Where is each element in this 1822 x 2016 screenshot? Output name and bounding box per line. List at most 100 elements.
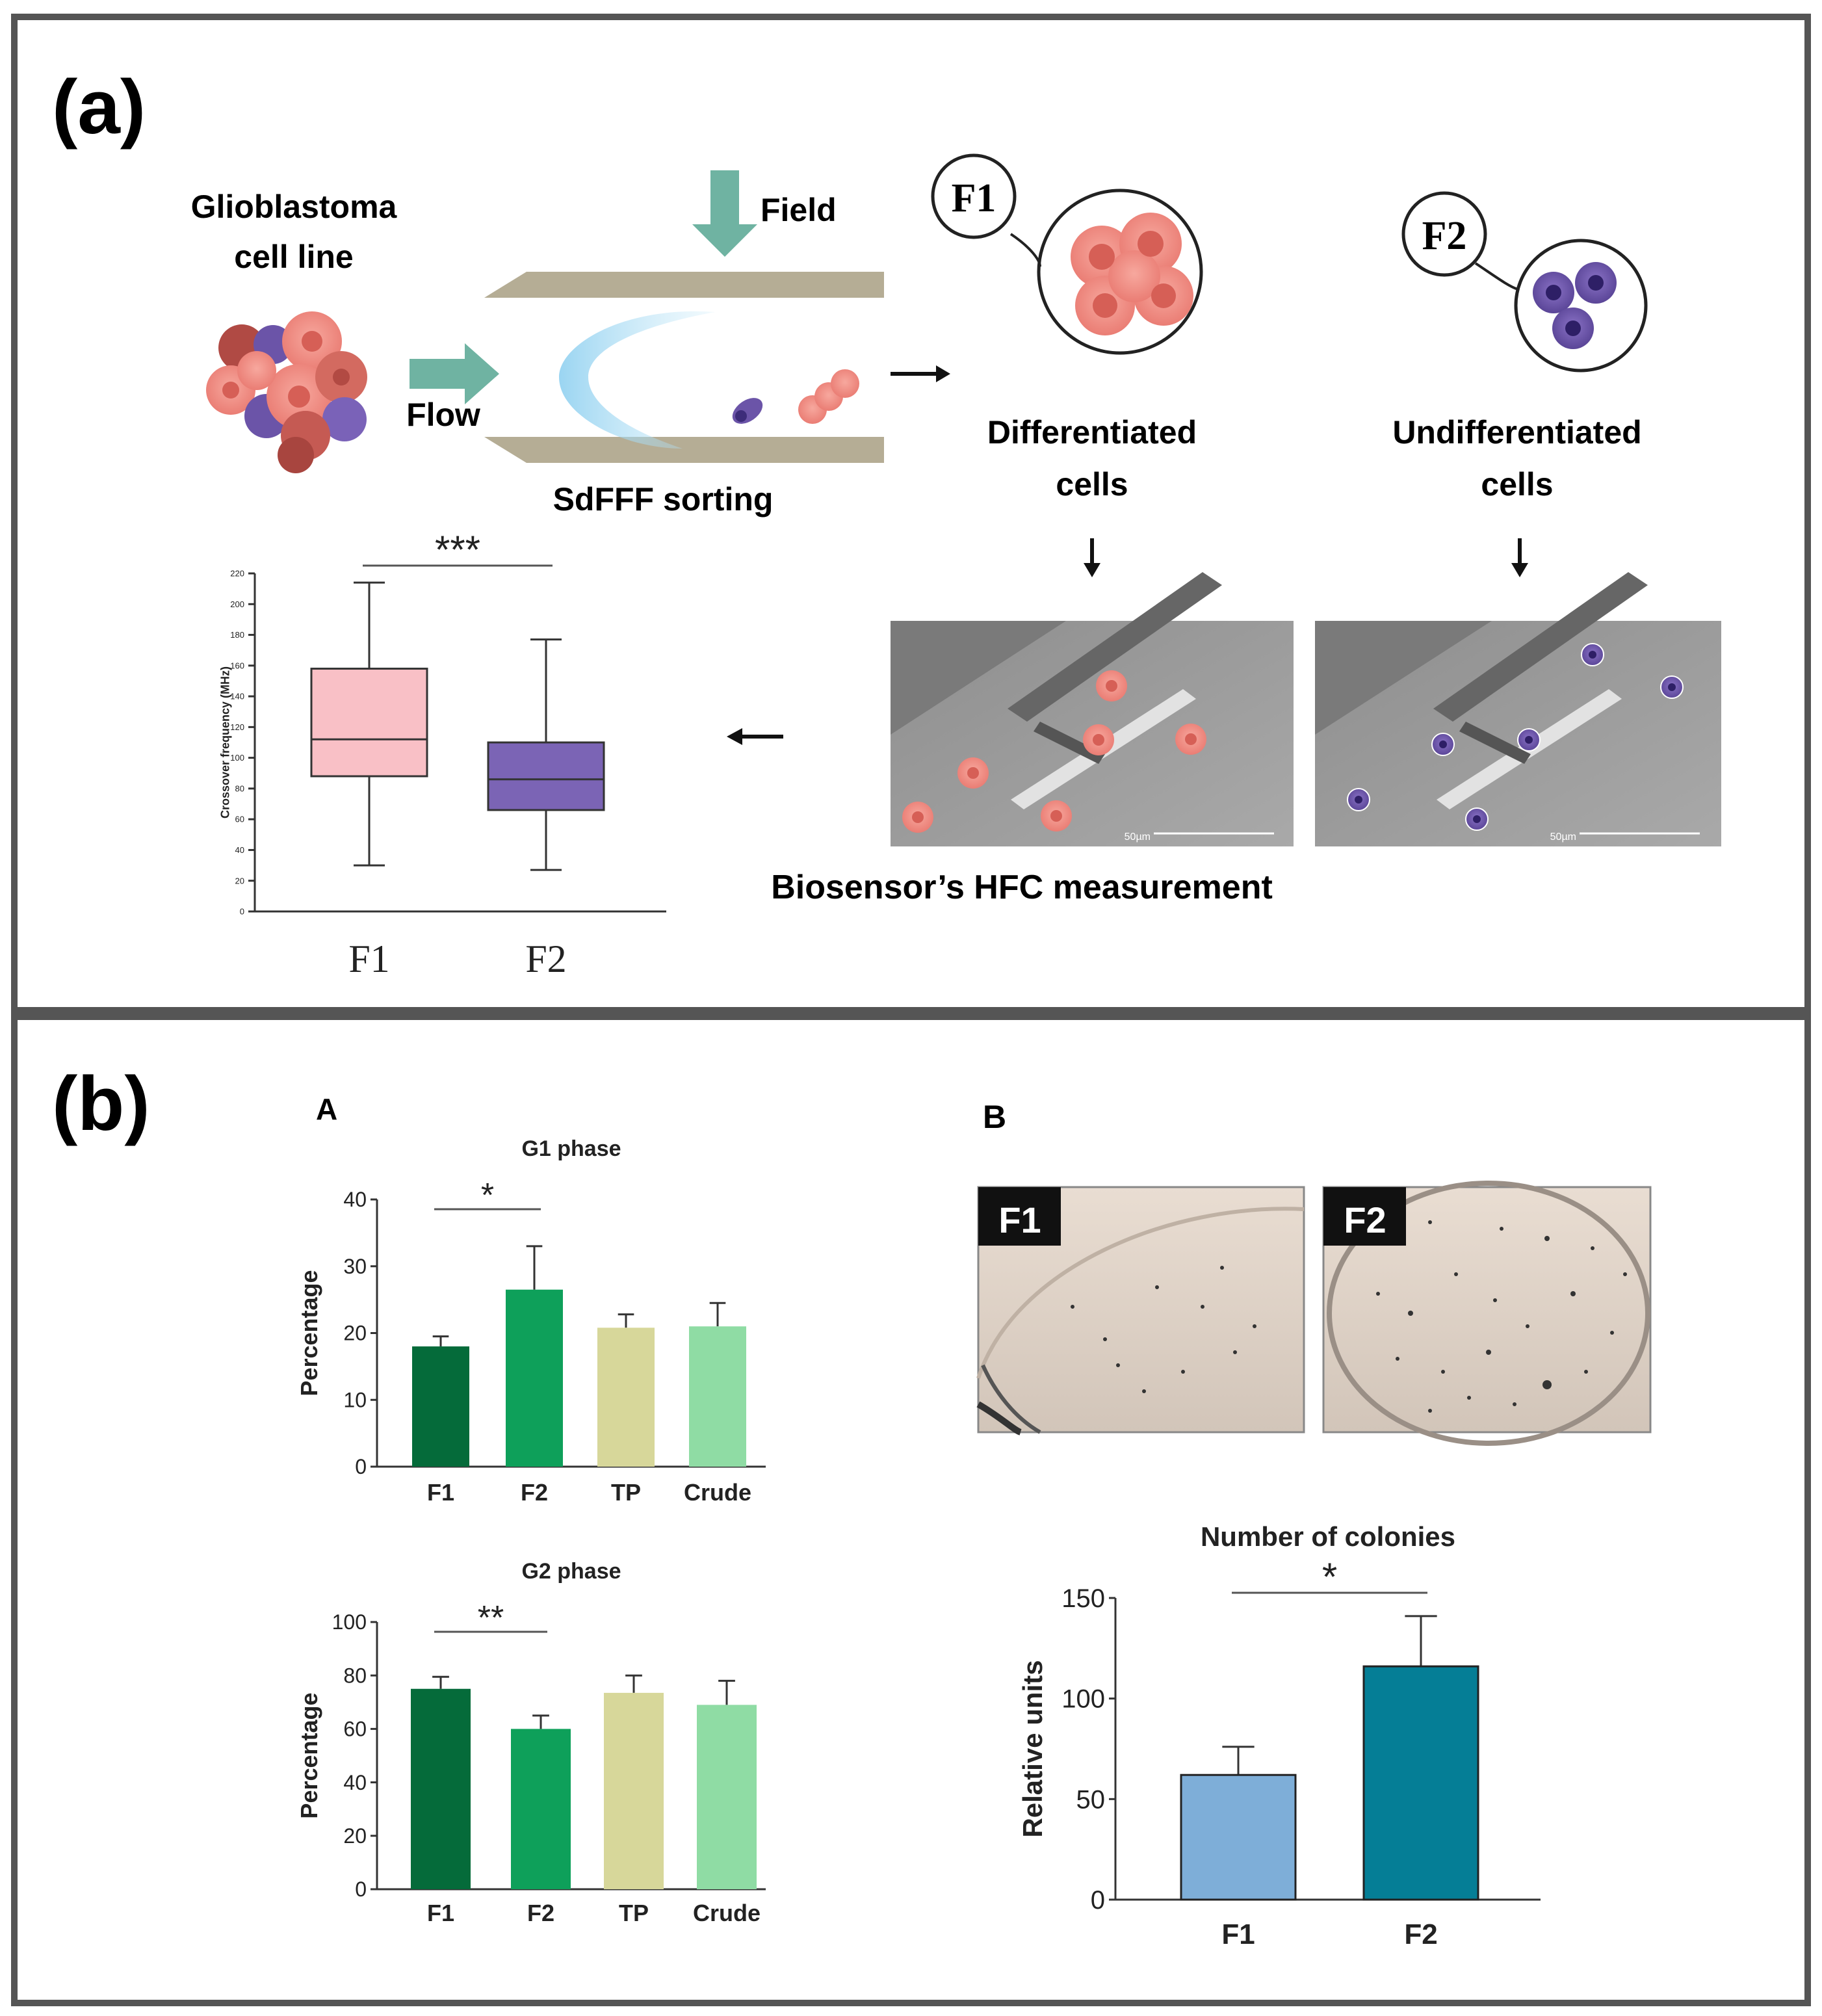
category-label: Crude — [693, 1900, 761, 1926]
field-arrow-icon — [692, 170, 757, 257]
y-tick-label: 30 — [343, 1255, 367, 1278]
sorting-label: SdFFF sorting — [553, 481, 774, 517]
category-label: Crude — [684, 1479, 751, 1506]
y-tick-label: 160 — [230, 661, 244, 670]
significance-stars: * — [481, 1177, 494, 1214]
y-axis-label: Percentage — [296, 1270, 322, 1396]
bar — [1362, 1665, 1479, 1901]
y-tick-label: 0 — [355, 1878, 367, 1901]
subpanel-b-label: B — [983, 1099, 1006, 1135]
fraction1-bubble — [931, 153, 1203, 355]
source-label-line1: Glioblastoma — [191, 189, 398, 225]
category-label: F2 — [525, 937, 566, 980]
y-tick-label: 140 — [230, 692, 244, 701]
field-label: Field — [761, 192, 837, 228]
y-tick-label: 200 — [230, 599, 244, 609]
y-tick-label: 20 — [235, 876, 244, 885]
bar — [604, 1692, 664, 1889]
y-tick-label: 100 — [230, 753, 244, 763]
panel-b-label: (b) — [52, 1061, 150, 1147]
y-tick-label: 60 — [343, 1718, 367, 1741]
flow-label: Flow — [406, 397, 480, 433]
sem-image-f1: 50µm — [891, 572, 1294, 846]
photo-tag-f2: F2 — [1344, 1199, 1386, 1240]
arrow-to-fractions-icon — [891, 365, 950, 382]
panel-b-frame — [11, 1014, 1811, 2006]
y-tick-label: 100 — [332, 1610, 367, 1634]
fraction1-tag: F1 — [952, 176, 996, 220]
y-tick-label: 50 — [1076, 1785, 1106, 1814]
y-tick-label: 180 — [230, 630, 244, 640]
category-label: F1 — [348, 937, 389, 980]
arrow-to-boxplot-icon — [727, 728, 783, 745]
category-label: TP — [611, 1479, 641, 1506]
channel-top-wall — [484, 272, 884, 298]
sem-scale-label-f2: 50µm — [1550, 831, 1576, 843]
y-tick-label: 60 — [235, 815, 244, 824]
fraction2-caption-line2: cells — [1481, 466, 1553, 503]
y-tick-label: 150 — [1061, 1584, 1105, 1613]
category-label: F2 — [527, 1900, 554, 1926]
y-axis-label: Crossover frequency (MHz) — [219, 666, 232, 818]
channel-bottom-wall — [484, 437, 884, 463]
bar — [412, 1346, 469, 1467]
photo-tag-f1: F1 — [998, 1199, 1041, 1240]
bar — [511, 1729, 571, 1889]
chart-title: Number of colonies — [1201, 1521, 1455, 1552]
y-tick-label: 20 — [343, 1322, 367, 1345]
y-axis-label: Relative units — [1017, 1660, 1048, 1837]
box — [487, 741, 605, 811]
crossover-boxplot: 020406080100120140160180200220Crossover … — [219, 528, 666, 980]
y-tick-label: 80 — [343, 1664, 367, 1687]
category-label: TP — [619, 1900, 649, 1926]
y-axis-label: Percentage — [296, 1692, 322, 1818]
fraction2-caption-line1: Undifferentiated — [1392, 414, 1641, 451]
panel-a-frame — [11, 14, 1811, 1014]
bar — [1180, 1774, 1297, 1901]
sem-image-f2: 50µm — [1315, 572, 1721, 846]
dish-photo-f1 — [976, 1186, 1305, 1435]
y-tick-label: 0 — [355, 1455, 367, 1478]
chart-title: G1 phase — [521, 1136, 621, 1161]
bar — [689, 1326, 746, 1467]
bar — [506, 1289, 563, 1467]
y-tick-label: 20 — [343, 1824, 367, 1848]
y-tick-label: 220 — [230, 569, 244, 579]
subpanel-a-label: A — [316, 1092, 337, 1126]
category-label: F2 — [521, 1479, 548, 1506]
chart-title: G2 phase — [521, 1559, 621, 1584]
glioblastoma-cell-cluster — [206, 311, 367, 473]
bar — [597, 1328, 655, 1467]
box — [310, 668, 428, 778]
significance-stars: * — [1322, 1555, 1337, 1599]
y-tick-label: 40 — [343, 1188, 367, 1211]
measurement-label: Biosensor’s HFC measurement — [771, 869, 1273, 906]
category-label: F1 — [427, 1479, 454, 1506]
down-arrow-f2-icon — [1511, 538, 1528, 577]
y-tick-label: 120 — [230, 722, 244, 732]
fraction1-caption-line2: cells — [1056, 466, 1128, 503]
category-label: F2 — [1404, 1918, 1437, 1950]
significance-stars: *** — [435, 528, 480, 571]
significance-stars: ** — [478, 1599, 504, 1637]
category-label: F1 — [427, 1900, 454, 1926]
fraction1-caption-line1: Differentiated — [987, 414, 1197, 451]
flow-arrow-icon — [410, 343, 499, 404]
source-label-line2: cell line — [234, 239, 353, 275]
dish-photo-f2 — [1322, 1181, 1652, 1446]
y-tick-label: 100 — [1061, 1685, 1105, 1714]
y-tick-label: 80 — [235, 783, 244, 793]
flow-profile-swoosh — [559, 311, 715, 449]
category-label: F1 — [1221, 1918, 1255, 1950]
y-tick-label: 0 — [1091, 1886, 1105, 1915]
y-tick-label: 40 — [343, 1771, 367, 1794]
bar — [411, 1688, 471, 1889]
panel-a-label: (a) — [52, 64, 146, 150]
down-arrow-f1-icon — [1084, 538, 1100, 577]
sorted-cells-in-channel — [732, 369, 859, 424]
y-tick-label: 0 — [240, 907, 244, 917]
